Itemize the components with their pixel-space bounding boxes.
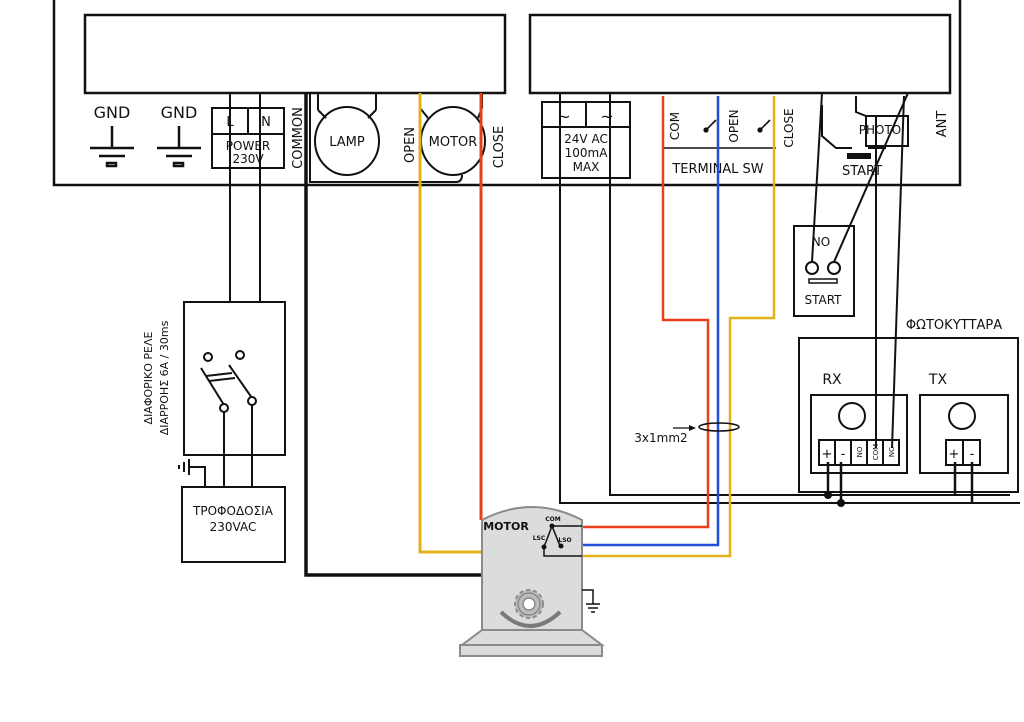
photocell-frame [798,337,1019,493]
ground-icon [178,459,190,475]
junction-dot [824,491,832,499]
tx-terminal-minus: - [970,447,975,462]
wire-photo-nc [891,95,905,449]
start-button-label: START [804,293,842,307]
motor-lsc-terminal [541,544,547,550]
motor-label: MOTOR [429,135,478,150]
motor-lsc-label: LSC [533,535,546,542]
start-contact [805,261,819,275]
start-contact [827,261,841,275]
accessory-voltage-label: 24V AC [564,132,608,146]
rcd-contact [235,350,245,360]
power-terminal [211,107,285,169]
control-board [52,0,962,187]
tx-label: TX [928,372,948,388]
gnd-label: GND [161,103,198,122]
motor-symbol [419,93,486,176]
motor-lso-terminal [558,543,564,549]
accessory-power-terminal [541,101,631,179]
power-label: POWER [226,139,270,153]
ground-icon [157,126,201,168]
wire-24vac-1 [559,93,1020,504]
terminal-com-label: COM [668,112,682,140]
rcd-box [183,301,286,456]
wire-24vac-2 [609,93,1010,496]
lamp-label: LAMP [329,135,365,150]
ac-symbol: ~ [600,107,613,126]
rx-terminal-no: NO [856,446,864,457]
photocell-power-wires [826,462,974,503]
motor-lso-label: LSO [558,537,571,544]
rcd-contact [247,396,257,406]
rcd-contact [219,403,229,413]
power-voltage-label: 230V [232,152,264,166]
limit-switch-terminal [664,119,776,149]
motor-limit-switch [543,525,582,557]
accessory-current-label: 100mA [565,146,609,160]
rx-terminal-nc: NC [888,447,896,457]
power-n-label: N [261,115,271,130]
supply-label: ΤΡΟΦΟΔΟΣΙΑ [192,504,274,518]
board-panel-left [83,13,507,95]
wire-limit-open [582,96,720,547]
common-label: COMMON [291,107,306,169]
ground-icon [90,126,134,168]
rx-unit [810,394,908,474]
wire-limit-com [582,96,710,529]
start-button-bar [808,278,838,284]
junction-dot [837,499,845,507]
start-no-label: NO [812,235,830,249]
tx-unit [919,394,1009,474]
accessory-max-label: MAX [573,160,600,174]
cable-label: 3x1mm2 [634,431,687,445]
supply-ground-wire [190,466,206,487]
wire-common [304,93,482,577]
rcd-switch [200,364,253,406]
tx-lens [948,402,976,430]
rcd-contact [203,352,213,362]
motor-unit-title: MOTOR [483,520,529,533]
tx-terminal-block [945,439,981,466]
wire-open [418,93,482,554]
close-label: CLOSE [492,126,507,169]
wire-limit-close [582,96,776,558]
rx-terminal-minus: - [841,447,846,462]
arrow-head-icon [689,425,696,431]
cable-bundle-marker [698,422,740,432]
supply-voltage-label: 230VAC [210,520,257,534]
ant-label: ANT [935,111,950,138]
board-panel-right [528,13,952,95]
gear-icon [514,589,544,619]
motor-com-label: COM [545,516,561,523]
motor-unit [459,506,605,657]
ground-icon [582,589,600,613]
rx-label: RX [822,372,842,388]
motor-com-terminal [549,523,555,529]
open-label: OPEN [403,127,418,163]
rcd-label-2: ΔΙΑΡΡΟΗΣ 6A / 30ms [158,320,171,435]
rx-terminal-block [818,439,900,466]
rcd-label-1: ΔΙΑΦΟΡΙΚΟ ΡΕΛΕ [142,331,155,424]
start-button-box [793,225,855,317]
tx-terminal-plus: + [949,447,960,462]
gnd-label: GND [94,103,131,122]
wire-start-2 [833,92,909,263]
common-bus [309,93,463,183]
terminal-open-label: OPEN [727,109,741,142]
photo-start-terminal [821,96,909,159]
wire-start-1 [811,92,823,263]
photocell-title: ΦΩΤΟΚΥΤΤΑΡΑ [906,318,1002,333]
rx-lens [838,402,866,430]
supply-box [181,486,286,563]
terminal-close-label: CLOSE [782,108,796,147]
lamp-symbol [314,93,380,176]
rx-terminal-plus: + [822,447,833,462]
rx-terminal-com: COM [872,444,880,460]
